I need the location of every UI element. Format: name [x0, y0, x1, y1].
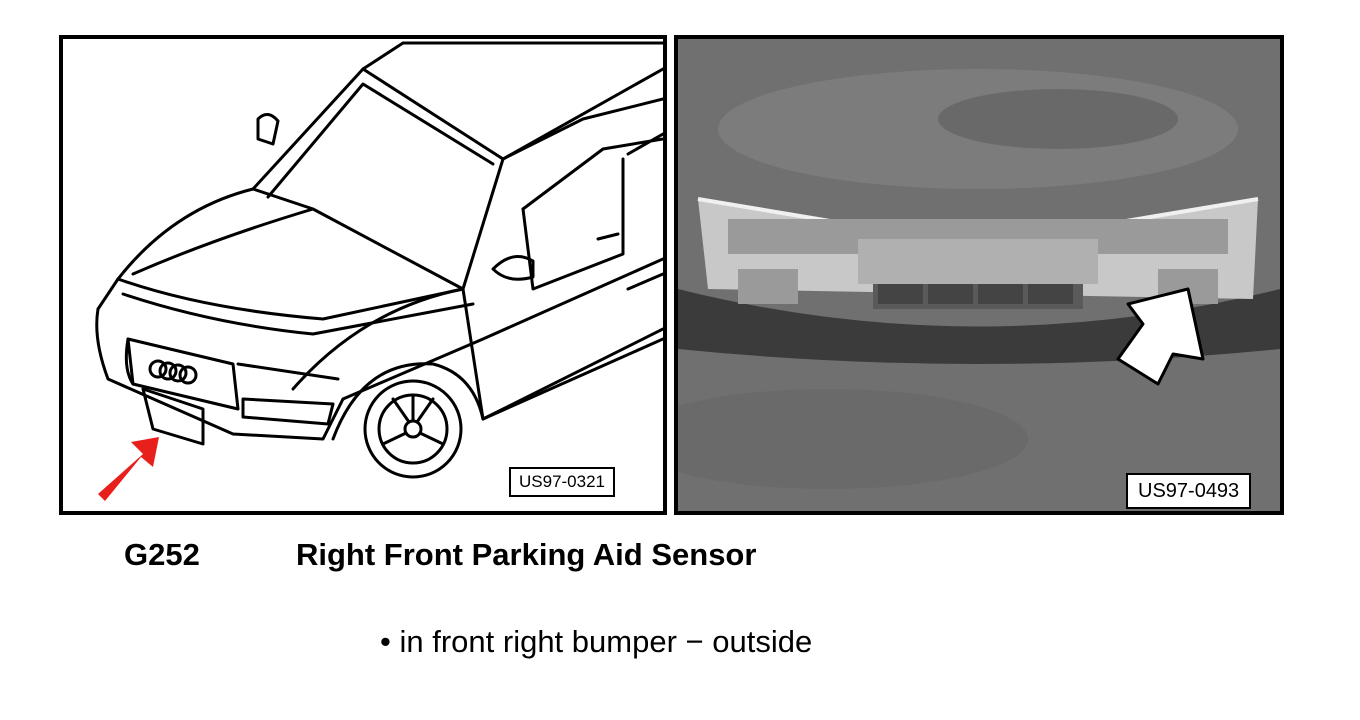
car-line-drawing	[95, 41, 663, 501]
figure-ref-left: US97-0321	[509, 467, 616, 497]
component-name: Right Front Parking Aid Sensor	[296, 537, 757, 572]
location-bullet: • in front right bumper − outside	[380, 624, 812, 660]
figure-ref-right: US97-0493	[1126, 473, 1252, 509]
bumper-photo-panel: US97-0493	[674, 35, 1284, 515]
bumper-photo	[678, 39, 1280, 511]
location-text: in front right bumper − outside	[399, 624, 813, 659]
location-arrow-white	[1116, 287, 1205, 386]
component-code: G252	[124, 537, 200, 572]
bullet-icon: •	[380, 624, 391, 659]
car-illustration-panel: US97-0321	[59, 35, 667, 515]
location-arrow-red	[98, 437, 159, 501]
